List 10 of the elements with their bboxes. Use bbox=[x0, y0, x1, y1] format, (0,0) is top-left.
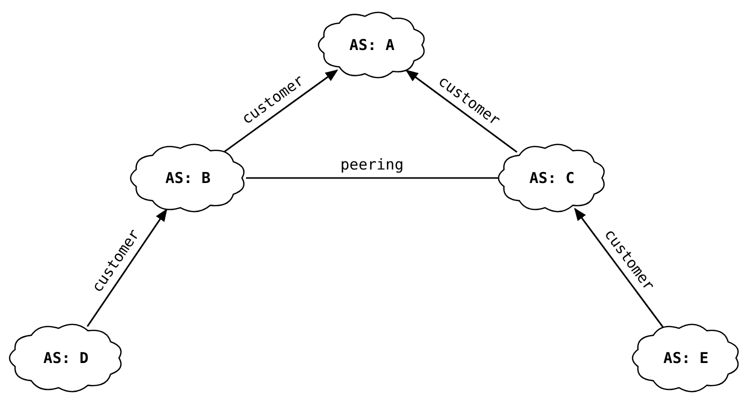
node-label: AS: B bbox=[165, 169, 211, 187]
node-label: AS: C bbox=[529, 169, 575, 187]
node-label: AS: A bbox=[349, 36, 395, 54]
node-label: AS: E bbox=[663, 349, 709, 367]
node-label: AS: D bbox=[43, 349, 89, 367]
arrow bbox=[574, 208, 664, 328]
arrow bbox=[224, 69, 338, 152]
arrow bbox=[86, 208, 168, 327]
edge-label: peering bbox=[340, 158, 404, 172]
arrow bbox=[405, 70, 518, 153]
